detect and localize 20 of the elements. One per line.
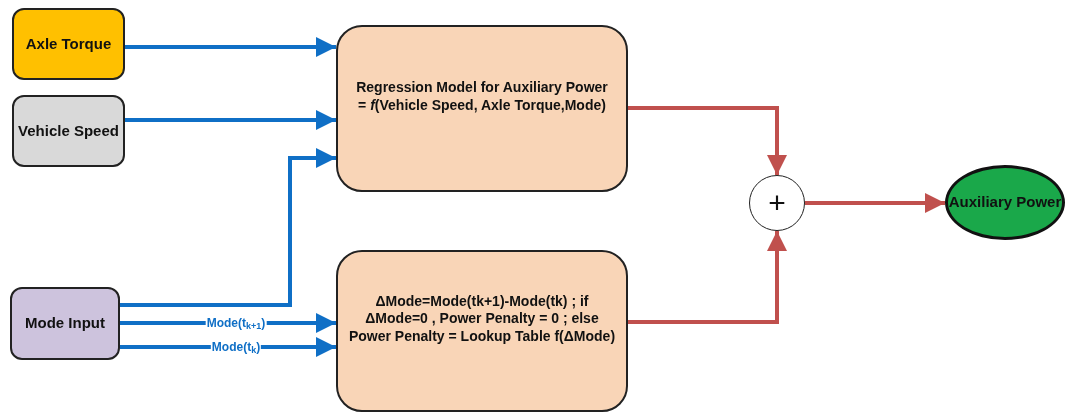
node-text: ΔMode=Mode(tk+1)-Mode(tk) ; if ΔMode=0 , Power Penalty = 0 ; else Power Penalty = Lookup Table f(ΔMode): [347, 292, 617, 346]
process-box: [336, 250, 628, 412]
node-text: Auxiliary Power: [948, 193, 1062, 212]
node-text: +: [768, 185, 786, 222]
node-text: Vehicle Speed: [18, 121, 119, 141]
edge-label: Mode(t$_{k}$): [210, 340, 262, 354]
process-box: [336, 25, 628, 192]
node-text: Axle Torque: [25, 34, 112, 54]
edge-label: Mode(t$_{k+1}$): [205, 316, 267, 330]
arrow: [120, 148, 336, 307]
arrow: [125, 110, 336, 130]
arrow: [628, 106, 787, 175]
arrow: [805, 193, 945, 213]
input-box: [12, 8, 125, 80]
node-text: Regression Model for Auxiliary Power = f(Vehicle Speed, Axle Torque,Mode): [355, 79, 609, 114]
input-box: [12, 95, 125, 167]
node-text: Mode Input: [25, 314, 105, 333]
arrow: [125, 37, 336, 57]
input-box: [10, 287, 120, 360]
arrow: [628, 231, 787, 324]
